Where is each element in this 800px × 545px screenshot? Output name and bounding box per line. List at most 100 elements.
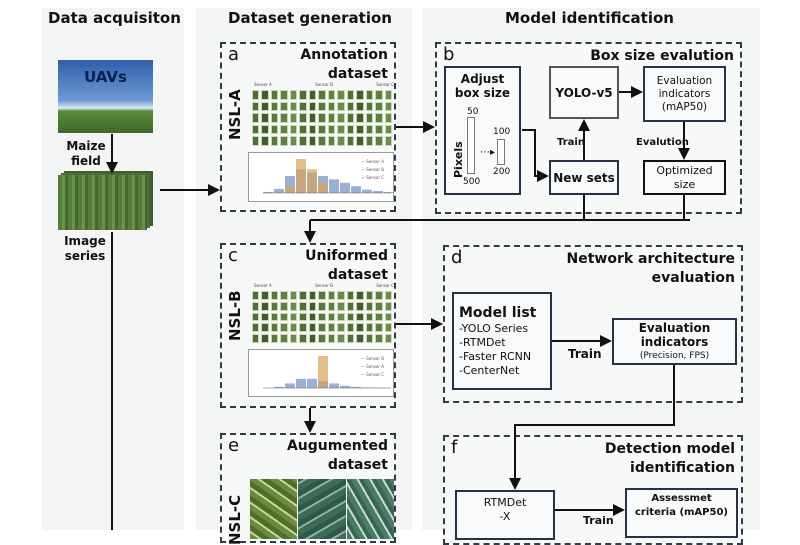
thumbnail	[252, 125, 259, 135]
thumbnail	[366, 102, 373, 112]
ruler2-top-value: 100	[493, 127, 510, 137]
thumbnail	[328, 291, 335, 300]
thumbnail	[356, 323, 363, 332]
rtmdet-x-box: RTMDet -X	[455, 490, 555, 540]
thumbnail	[385, 302, 392, 311]
thumbnail	[271, 113, 278, 123]
thumbnail	[261, 125, 268, 135]
hist-bar-orange	[318, 356, 328, 388]
thumbnail	[328, 90, 335, 100]
hist-legend-entry: — Sensor C	[361, 175, 384, 180]
thumbnail	[290, 136, 297, 146]
thumbnail	[309, 125, 316, 135]
thumbnail	[337, 125, 344, 135]
side-label-nsl-a: NSL-A	[226, 89, 244, 140]
thumbnail	[385, 136, 392, 146]
thumbnail	[280, 302, 287, 311]
optimized-size-box: Optimized size	[643, 160, 726, 195]
thumbnail	[280, 136, 287, 146]
thumbnail	[375, 313, 382, 322]
thumbnail	[252, 136, 259, 146]
evaluation-label-b: Evalution	[636, 137, 689, 148]
thumbnail	[271, 90, 278, 100]
hist-bar-blue	[329, 383, 339, 388]
thumbnail	[385, 334, 392, 343]
thumbnail	[385, 113, 392, 123]
thumbnail	[261, 102, 268, 112]
ruler2-bottom-value: 200	[493, 167, 510, 177]
hist-legend-entry: — Sensor B	[361, 167, 384, 172]
thumbnail	[280, 313, 287, 322]
thumbnail	[252, 302, 259, 311]
thumbnail	[271, 323, 278, 332]
thumbnail	[252, 102, 259, 112]
thumbnail	[347, 334, 354, 343]
model-item: -RTMDet	[459, 336, 506, 350]
train-label-d: Train	[568, 347, 602, 361]
panel-letter-a: a	[228, 44, 239, 65]
thumbnail	[280, 291, 287, 300]
thumbnail	[290, 102, 297, 112]
thumbnail	[356, 313, 363, 322]
thumbnail	[385, 102, 392, 112]
thumbnail	[318, 136, 325, 146]
thumbnail	[366, 291, 373, 300]
thumbnail	[328, 136, 335, 146]
hist-legend-entry: — Sensor A	[361, 159, 384, 164]
thumbnail	[280, 323, 287, 332]
thumbnail	[299, 136, 306, 146]
title-data-acquisition: Data acquisiton	[48, 9, 181, 27]
thumbnail	[280, 125, 287, 135]
thumbnail	[280, 113, 287, 123]
panel-e-title: Augumented dataset	[287, 437, 388, 475]
thumbnail	[309, 334, 316, 343]
thumbnail	[261, 90, 268, 100]
thumbnail	[309, 102, 316, 112]
thumbnail	[309, 113, 316, 123]
thumbnail	[337, 302, 344, 311]
thumbnail	[366, 323, 373, 332]
image-series-label: Image series	[60, 234, 110, 264]
ruler-top-value: 50	[467, 107, 478, 117]
hist-bar-orange	[307, 169, 317, 193]
thumbnail	[280, 334, 287, 343]
thumb-headers-c: Sensor A Sensor B Sensor C	[254, 283, 394, 288]
thumbnail	[261, 313, 268, 322]
thumbnail	[299, 313, 306, 322]
thumbnail	[309, 291, 316, 300]
thumbnail	[299, 102, 306, 112]
thumbnail	[280, 102, 287, 112]
thumbnail	[337, 113, 344, 123]
hist-bar-blue	[274, 189, 284, 193]
thumbnail	[290, 113, 297, 123]
thumbnail	[299, 302, 306, 311]
thumbnail	[337, 313, 344, 322]
panel-a-annotation-dataset: a Annotation dataset NSL-A Sensor A Sens…	[220, 42, 396, 212]
thumbnail	[366, 125, 373, 135]
thumbnail	[318, 113, 325, 123]
panel-letter-b: b	[443, 44, 454, 65]
side-label-nsl-c: NSL-C	[226, 495, 244, 545]
thumbnail	[337, 102, 344, 112]
augmented-image	[250, 479, 297, 539]
panel-letter-d: d	[451, 247, 462, 268]
thumbnail	[356, 125, 363, 135]
thumbnail	[356, 90, 363, 100]
train-label-b: Train	[557, 137, 585, 148]
thumbnail	[309, 136, 316, 146]
thumbnail	[375, 90, 382, 100]
thumbnail	[252, 323, 259, 332]
histogram-c: — Sensor B— Sensor A— Sensor C	[248, 349, 394, 397]
side-label-nsl-b: NSL-B	[226, 290, 244, 341]
thumbnail	[290, 302, 297, 311]
thumbnail	[318, 302, 325, 311]
histogram-c-svg: — Sensor B— Sensor A— Sensor C	[249, 350, 395, 398]
thumbnail	[290, 313, 297, 322]
thumbnail	[347, 125, 354, 135]
thumbnail	[375, 334, 382, 343]
hist-bar-blue	[373, 191, 383, 193]
thumbnail	[328, 313, 335, 322]
thumbnail	[337, 291, 344, 300]
thumbnail	[328, 302, 335, 311]
thumbnail	[385, 125, 392, 135]
